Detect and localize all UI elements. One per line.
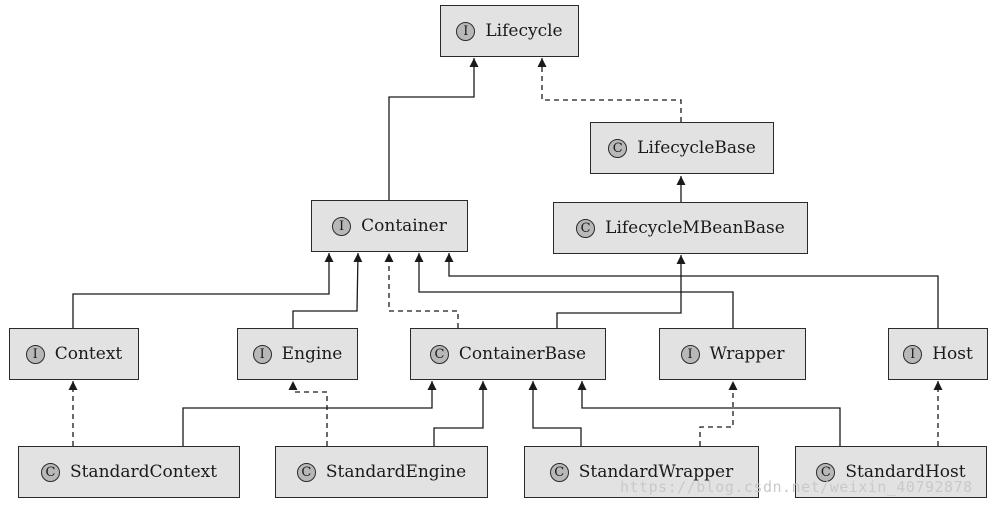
- edge-standardengine-to-containerbase: [433, 381, 488, 446]
- interface-badge-icon: I: [332, 216, 352, 236]
- interface-badge-icon: I: [25, 344, 45, 364]
- node-label: Engine: [281, 344, 343, 364]
- edge-engine-to-container: [292, 252, 363, 328]
- class-badge-icon: C: [608, 138, 628, 158]
- edge-standardengine-to-engine: [288, 381, 328, 446]
- node-label: StandardWrapper: [578, 462, 734, 482]
- interface-badge-icon: I: [903, 344, 923, 364]
- class-badge-icon: C: [296, 462, 316, 482]
- node-container[interactable]: I Container: [311, 200, 468, 252]
- class-badge-icon: C: [816, 462, 836, 482]
- node-engine[interactable]: I Engine: [237, 328, 358, 380]
- node-host[interactable]: I Host: [888, 328, 988, 380]
- node-lifecycle-base[interactable]: C LifecycleBase: [590, 122, 774, 174]
- watermark-text: https://blog.csdn.net/weixin_40792878: [620, 478, 973, 496]
- node-label: ContainerBase: [458, 344, 587, 364]
- node-label: StandardContext: [69, 462, 218, 482]
- node-lifecycle-mbean-base[interactable]: C LifecycleMBeanBase: [553, 202, 808, 254]
- node-lifecycle[interactable]: I Lifecycle: [440, 5, 579, 57]
- class-badge-icon: C: [576, 218, 596, 238]
- interface-badge-icon: I: [252, 344, 272, 364]
- edge-containerbase-to-lifecyclembeanbase: [556, 255, 686, 328]
- edge-wrapper-to-container: [414, 253, 734, 328]
- node-context[interactable]: I Context: [9, 328, 139, 380]
- node-container-base[interactable]: C ContainerBase: [410, 328, 606, 380]
- node-label: Context: [54, 344, 123, 364]
- node-label: Container: [361, 216, 447, 236]
- node-standard-wrapper[interactable]: C StandardWrapper: [524, 446, 759, 498]
- interface-badge-icon: I: [680, 344, 700, 364]
- node-label: LifecycleMBeanBase: [605, 218, 785, 238]
- edge-context-to-container: [72, 253, 334, 328]
- node-label: Lifecycle: [485, 21, 563, 41]
- edge-containerbase-to-container: [384, 253, 459, 328]
- node-label: StandardEngine: [325, 462, 467, 482]
- class-badge-icon: C: [40, 462, 60, 482]
- class-badge-icon: C: [549, 462, 569, 482]
- node-wrapper[interactable]: I Wrapper: [659, 328, 806, 380]
- edge-standardcontext-to-containerbase: [182, 381, 437, 446]
- edge-standardwrapper-to-wrapper: [699, 381, 738, 446]
- interface-badge-icon: I: [456, 21, 476, 41]
- node-standard-engine[interactable]: C StandardEngine: [275, 446, 488, 498]
- edge-host-to-container: [444, 253, 939, 328]
- edge-standardhost-to-containerbase: [577, 381, 841, 446]
- node-label: Wrapper: [709, 344, 785, 364]
- node-standard-context[interactable]: C StandardContext: [18, 446, 240, 498]
- node-label: Host: [932, 344, 973, 364]
- node-standard-host[interactable]: C StandardHost: [795, 446, 987, 498]
- node-label: LifecycleBase: [637, 138, 756, 158]
- edge-standardwrapper-to-containerbase: [528, 381, 582, 446]
- class-badge-icon: C: [429, 344, 449, 364]
- edge-lifecyclebase-to-lifecycle: [537, 58, 682, 122]
- edge-container-to-lifecycle: [388, 58, 479, 200]
- node-label: StandardHost: [845, 462, 966, 482]
